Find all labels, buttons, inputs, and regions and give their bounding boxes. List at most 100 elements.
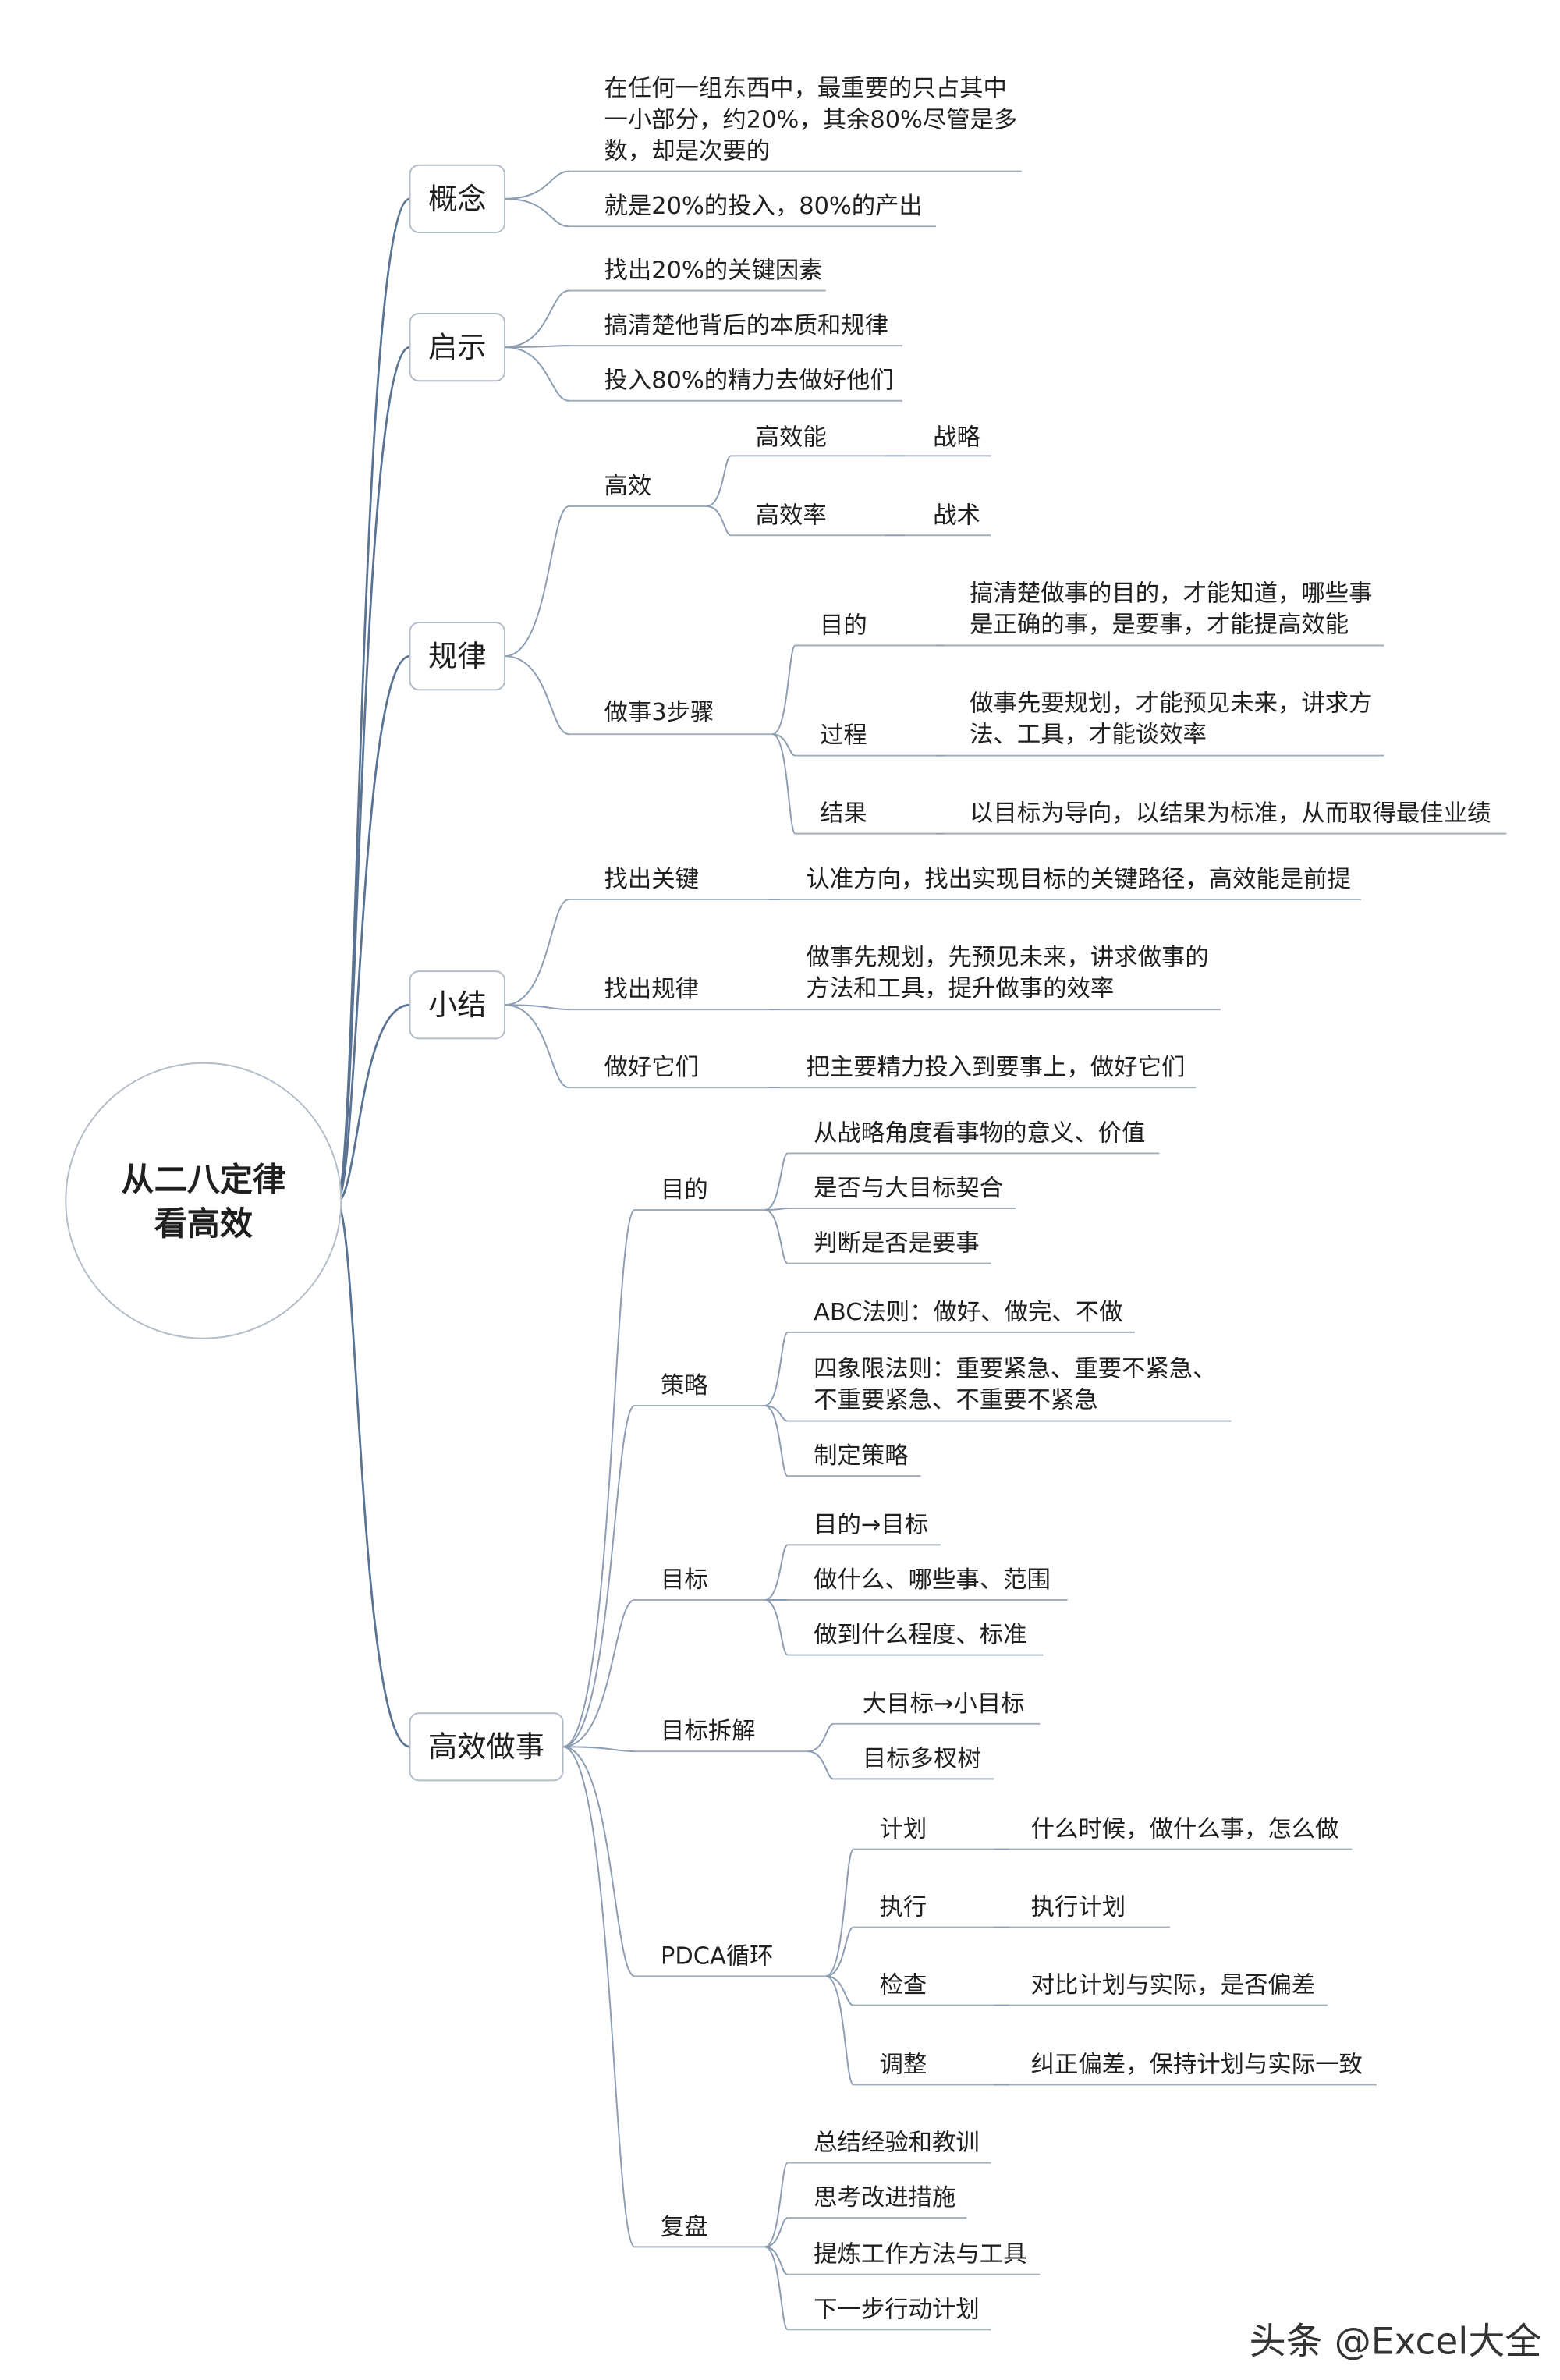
topic-label-level-2: 就是20%的投入，80%的产出 — [604, 193, 923, 220]
topic-label-level-2: 找出20%的关键因素 — [604, 257, 823, 285]
connector-line — [764, 1331, 789, 1406]
connector-line — [505, 345, 569, 349]
topic-label-level-4: 搞清楚做事的目的，才能知道，哪些事 — [970, 580, 1372, 607]
connector-line — [505, 289, 569, 349]
topic-label-level-3: 高效率 — [756, 502, 827, 529]
topic-label-level-3: 是否与大目标契合 — [814, 1175, 1003, 1202]
topic-label-level-4: 做事先要规划，才能预见未来，讲求方 — [970, 690, 1372, 717]
connector-line — [505, 170, 569, 200]
connector-line — [562, 1209, 636, 1748]
topic-label-level-4: 什么时候，做什么事，怎么做 — [1031, 1816, 1339, 1843]
branch-box — [409, 312, 506, 382]
connector-line — [807, 1722, 834, 1753]
topic-label-level-2: 复盘 — [661, 2213, 708, 2240]
connector-line — [505, 346, 569, 402]
topic-label-level-3: 总结经验和教训 — [814, 2130, 980, 2157]
connector-line — [764, 1599, 789, 1656]
topic-label-level-3: 调整 — [879, 2052, 927, 2079]
topic-label-level-2: 找出规律 — [604, 976, 700, 1003]
connector-line — [764, 2246, 789, 2275]
topic-label-level-3: 四象限法则：重要紧急、重要不紧急、 — [814, 1355, 1216, 1382]
topic-label-level-4: 战术 — [933, 502, 980, 529]
connector-line — [562, 1746, 635, 1753]
topic-label-level-2: 做好它们 — [604, 1054, 700, 1081]
connector-line — [562, 1746, 636, 1977]
watermark: 头条 @Excel大全 — [1250, 2320, 1542, 2363]
trunk-connector — [335, 654, 410, 1204]
connector-line — [764, 1152, 789, 1211]
branch-box — [409, 1712, 564, 1782]
connector-line — [562, 1599, 636, 1748]
topic-label-level-4: 纠正偏差，保持计划与实际一致 — [1031, 2052, 1363, 2079]
topic-label-level-2: 在任何一组东西中，最重要的只占其中 — [604, 75, 1007, 102]
trunk-connector — [335, 1201, 410, 1748]
topic-label-level-2: 做事3步骤 — [604, 699, 714, 726]
connector-line — [505, 655, 569, 736]
topic-label-level-3: 做事先规划，先预见未来，讲求做事的 — [806, 944, 1208, 971]
topic-label-level-4: 战略 — [933, 424, 980, 451]
topic-label-level-2: 高效 — [604, 473, 652, 500]
topic-label-level-4: 以目标为导向，以结果为标准，从而取得最佳业绩 — [970, 800, 1491, 828]
topic-label-level-2: 一小部分，约20%，其余80%尽管是多 — [604, 106, 1018, 133]
topic-label-level-3: ABC法则：做好、做完、不做 — [814, 1299, 1122, 1326]
topic-label-level-3: 不重要紧急、不重要不紧急 — [814, 1387, 1098, 1414]
underlines — [569, 170, 1507, 2331]
connector-line — [505, 197, 569, 228]
connector-line — [825, 1975, 854, 2006]
topic-label-level-2: 投入80%的精力去做好他们 — [604, 367, 894, 395]
connector-line — [771, 644, 796, 736]
connector-line — [562, 1746, 636, 2248]
topic-label-level-3: 执行 — [879, 1894, 927, 1921]
topic-label-level-3: 提炼工作方法与工具 — [814, 2241, 1026, 2268]
trunk-connector — [335, 1003, 410, 1204]
branch-label: 概念 — [428, 182, 487, 216]
topic-label-level-2: 目的 — [661, 1176, 708, 1204]
connector-line — [505, 898, 569, 1006]
connector-line — [772, 733, 796, 757]
topic-label-level-3: 把主要精力投入到要事上，做好它们 — [806, 1054, 1185, 1081]
connector-line — [562, 1404, 636, 1748]
connector-line — [825, 1975, 855, 2086]
topic-label-level-3: 方法和工具，提升做事的效率 — [806, 975, 1114, 1002]
connector-line — [706, 505, 732, 537]
connector-line — [825, 1926, 854, 1977]
branch-label: 小结 — [428, 988, 487, 1022]
topic-label-level-3: 目标多杈树 — [863, 1745, 981, 1772]
branch-box — [409, 164, 506, 234]
topic-label-level-3: 目的→目标 — [814, 1511, 928, 1538]
connector-line — [505, 505, 569, 658]
connector-line — [771, 733, 796, 835]
branch-label: 规律 — [428, 639, 487, 673]
trunk-connector — [335, 346, 410, 1204]
branch-label: 高效做事 — [428, 1729, 544, 1764]
topic-label-level-3: 计划 — [879, 1816, 927, 1843]
topic-label-level-3: 思考改进措施 — [814, 2184, 956, 2212]
topic-label-level-3: 制定策略 — [814, 1442, 909, 1470]
topic-label-level-4: 对比计划与实际，是否偏差 — [1031, 1972, 1316, 1999]
connector-line — [505, 1004, 569, 1089]
topic-label-level-2: 找出关键 — [604, 866, 700, 893]
topic-label-level-2: 策略 — [661, 1372, 708, 1399]
topic-label-level-3: 目的 — [820, 612, 867, 639]
topic-label-level-2: PDCA循环 — [661, 1942, 773, 1970]
topic-label-level-3: 大目标→小目标 — [863, 1690, 1025, 1718]
topic-label-level-3: 高效能 — [756, 424, 827, 451]
connector-line — [764, 2217, 789, 2248]
connector-line — [764, 2162, 789, 2248]
topic-label-level-2: 搞清楚他背后的本质和规律 — [604, 312, 888, 339]
topic-label-level-2: 目标 — [661, 1566, 708, 1594]
branch-box — [409, 970, 506, 1040]
connector-line — [764, 2246, 789, 2331]
connector-line — [764, 1544, 789, 1601]
topic-label-level-3: 判断是否是要事 — [814, 1230, 980, 1257]
topic-label-level-4: 执行计划 — [1031, 1894, 1126, 1921]
topic-label-level-3: 做到什么程度、标准 — [814, 1622, 1026, 1649]
connectors — [335, 170, 1010, 2331]
topic-label-level-3: 检查 — [879, 1972, 927, 1999]
connector-line — [505, 1004, 569, 1011]
connector-line — [764, 1404, 789, 1477]
topic-label-level-3: 做什么、哪些事、范围 — [814, 1566, 1051, 1594]
topic-label-level-4: 法、工具，才能谈效率 — [970, 722, 1207, 749]
topic-label-level-3: 下一步行动计划 — [814, 2296, 980, 2323]
